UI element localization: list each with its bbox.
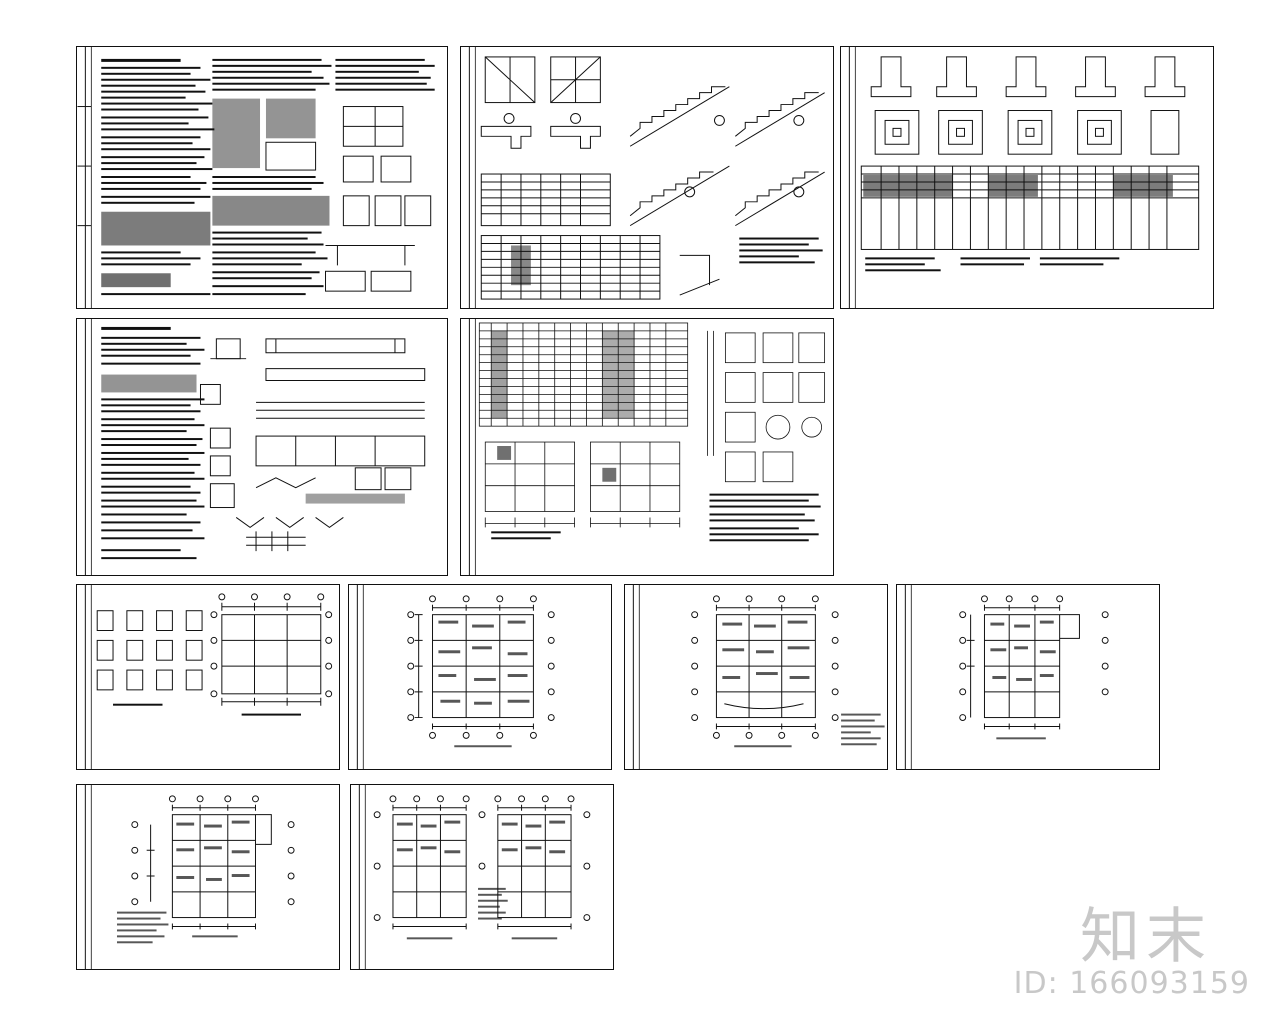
roof-plan-drawing [358,785,591,969]
drawing-sheet-floor-plan-3[interactable] [896,584,1160,770]
drawing-sheet-floor-plan-2[interactable] [624,584,888,770]
drawing-sheet-floor-plan-4[interactable] [76,784,340,970]
watermark-id: ID: 166093159 [1013,966,1250,1001]
foundation-plan-drawing [84,585,333,769]
floor-plan-2-drawing [632,585,885,769]
drawing-sheet-foundation-plan[interactable] [76,584,340,770]
drawing-sheet-structural-notes[interactable] [76,318,448,576]
drawing-sheet-roof-plan[interactable] [350,784,614,970]
drawing-sheet-general-notes[interactable] [76,46,448,309]
column-schedule-drawing [468,319,826,575]
watermark-logo: 知末 [1080,902,1212,972]
floor-plan-4-drawing [84,785,295,969]
foundation-details-drawing [848,47,1200,308]
drawing-sheet-floor-plan-1[interactable] [348,584,612,770]
floor-plan-3-drawing [904,585,1109,769]
drawing-sheet-stair-details[interactable] [460,46,834,309]
general-notes-drawing [77,47,435,308]
stair-details-drawing [468,47,825,308]
structural-notes-drawing [84,319,426,575]
drawing-sheet-column-schedule[interactable] [460,318,834,576]
floor-plan-1-drawing [356,585,555,769]
drawing-sheet-foundation-details[interactable] [840,46,1214,309]
